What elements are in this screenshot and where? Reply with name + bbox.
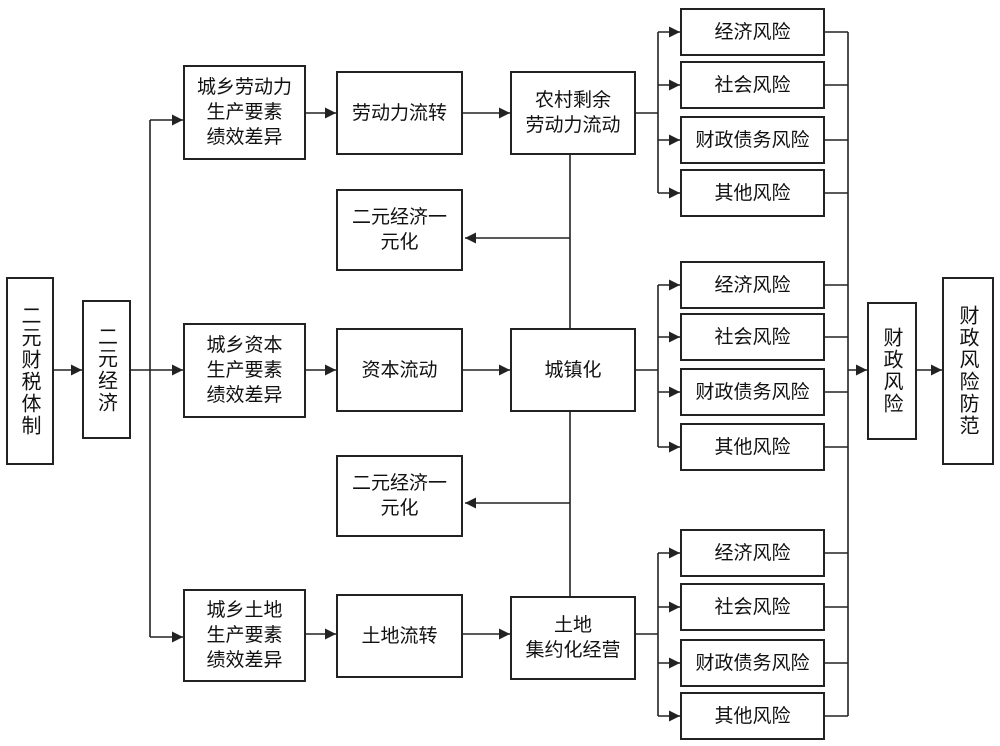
other-risk-box: 其他风险: [680, 423, 825, 471]
labor-flow-box: 劳动力流转: [336, 71, 463, 155]
fiscal-debt-risk-box: 财政债务风险: [680, 639, 825, 687]
social-risk-label: 社会风险: [714, 73, 791, 96]
other-risk-label: 其他风险: [714, 435, 791, 458]
economic-risk-label: 经济风险: [714, 541, 791, 564]
fiscal-debt-risk-label: 财政债务风险: [695, 651, 810, 674]
rural-labor-label: 农村剩余 劳动力流动: [525, 89, 621, 136]
fiscal-risk-prevention-label: 财政风险防范: [956, 305, 980, 437]
fiscal-risk-label: 财政风险: [880, 327, 904, 415]
integration-box-1: 二元经济一 元化: [336, 189, 463, 271]
fiscal-debt-risk-box: 财政债务风险: [680, 116, 825, 164]
social-risk-box: 社会风险: [680, 313, 825, 361]
integration-label-2: 二元经济一 元化: [351, 472, 447, 519]
labor-perf-box: 城乡劳动力 生产要素 绩效差异: [183, 65, 306, 160]
rural-labor-box: 农村剩余 劳动力流动: [510, 71, 636, 155]
economic-risk-label: 经济风险: [714, 20, 791, 43]
urbanization-box: 城镇化: [510, 328, 636, 412]
fiscal-risk-prevention-box: 财政风险防范: [942, 277, 994, 465]
labor-perf-label: 城乡劳动力 生产要素 绩效差异: [196, 76, 292, 148]
other-risk-label: 其他风险: [714, 181, 791, 204]
dual-fiscal-system-label: 二元财税体制: [18, 305, 42, 437]
economic-risk-box: 经济风险: [680, 529, 825, 577]
fiscal-risk-box: 财政风险: [867, 302, 917, 440]
land-flow-box: 土地流转: [336, 594, 463, 678]
dual-economy-label: 二元经济: [94, 325, 119, 414]
labor-flow-label: 劳动力流转: [351, 101, 447, 124]
fiscal-debt-risk-label: 财政债务风险: [695, 380, 810, 403]
integration-box-2: 二元经济一 元化: [336, 455, 463, 537]
capital-perf-box: 城乡资本 生产要素 绩效差异: [183, 323, 306, 418]
other-risk-box: 其他风险: [680, 692, 825, 740]
capital-flow-label: 资本流动: [361, 358, 438, 381]
land-perf-label: 城乡土地 生产要素 绩效差异: [206, 599, 283, 671]
capital-perf-label: 城乡资本 生产要素 绩效差异: [206, 334, 283, 406]
economic-risk-label: 经济风险: [714, 273, 791, 296]
economic-risk-box: 经济风险: [680, 8, 825, 56]
social-risk-box: 社会风险: [680, 583, 825, 631]
urbanization-label: 城镇化: [544, 358, 602, 381]
other-risk-box: 其他风险: [680, 169, 825, 217]
land-intensive-label: 土地 集约化经营: [525, 614, 621, 661]
land-perf-box: 城乡土地 生产要素 绩效差异: [183, 589, 306, 682]
other-risk-label: 其他风险: [714, 704, 791, 727]
social-risk-label: 社会风险: [714, 325, 791, 348]
land-flow-label: 土地流转: [361, 624, 438, 647]
integration-label-1: 二元经济一 元化: [351, 206, 447, 253]
fiscal-debt-risk-label: 财政债务风险: [695, 128, 810, 151]
land-intensive-box: 土地 集约化经营: [510, 596, 636, 680]
social-risk-box: 社会风险: [680, 61, 825, 109]
dual-economy-box: 二元经济: [82, 300, 131, 439]
social-risk-label: 社会风险: [714, 595, 791, 618]
dual-fiscal-system-box: 二元财税体制: [6, 277, 54, 465]
economic-risk-box: 经济风险: [680, 261, 825, 309]
fiscal-debt-risk-box: 财政债务风险: [680, 368, 825, 416]
capital-flow-box: 资本流动: [336, 328, 463, 412]
